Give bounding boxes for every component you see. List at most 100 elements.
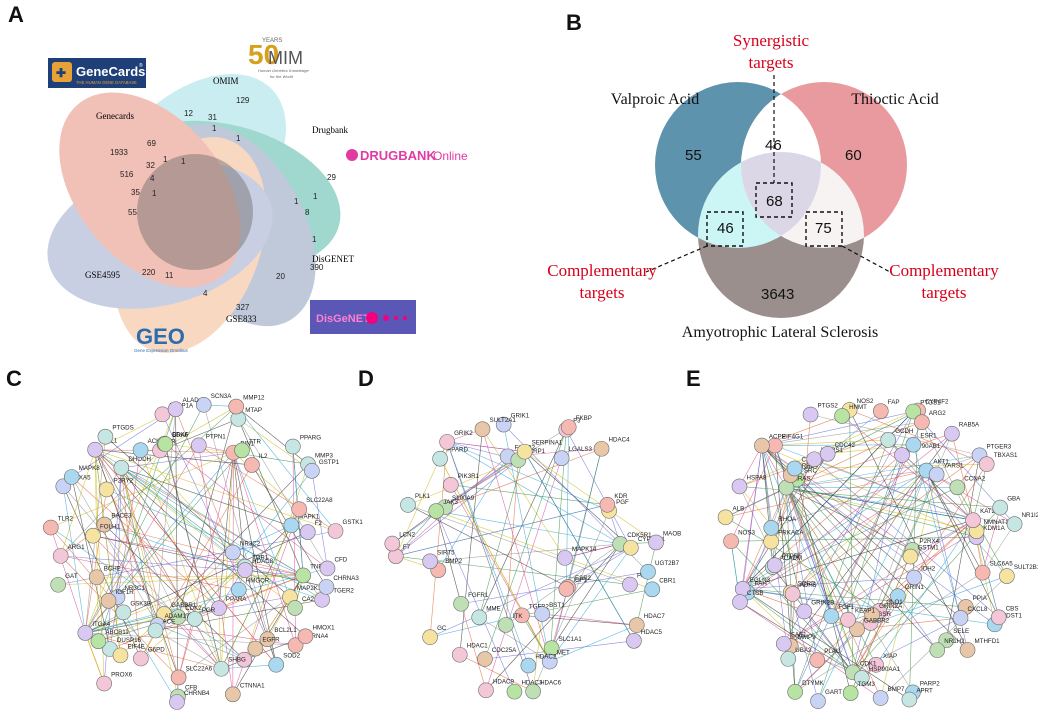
network-node-label: SLC22A8 [306, 497, 333, 504]
network-edge [429, 441, 448, 638]
network-edge [235, 406, 336, 532]
network-node-label: HSP90AA1 [869, 666, 901, 673]
network-node-circle [400, 497, 416, 513]
omim-logo-word: MIM [268, 48, 303, 68]
label-complementary-left-1: Complementary [547, 261, 657, 280]
network-edge [121, 467, 234, 553]
network-node-circle [786, 460, 803, 477]
network-node: ARG2 [914, 410, 946, 430]
network-node-circle [853, 670, 870, 686]
network-node-label: HDAC4 [609, 437, 631, 444]
network-node: PTPRF [766, 553, 803, 573]
network-node-circle [432, 450, 448, 467]
network-node-circle [929, 642, 946, 658]
network-node: CXCL8 [952, 606, 988, 626]
network-edge [739, 474, 937, 603]
network-node: BST1 [534, 602, 565, 622]
network-node: SAE1 [775, 632, 807, 652]
network-edge [926, 470, 983, 573]
petal-gse4595 [47, 161, 273, 309]
network-edge [92, 535, 327, 588]
disgenet-logo-text: DisGeNET [316, 313, 370, 325]
network-node-circle [520, 657, 537, 674]
network-edge [459, 654, 534, 692]
network-edge [450, 484, 608, 506]
network-node: YARS1 [928, 462, 964, 483]
network-node-circle [87, 441, 103, 458]
omim-logo-years: YEARS [262, 38, 282, 44]
venn-count: 1 [236, 134, 241, 143]
network-node-label: CDC25A [492, 647, 517, 654]
network-node: MAPK8 [63, 465, 100, 485]
network-node-label: GBA [1007, 496, 1021, 503]
network-node: HDAC2 [520, 654, 557, 674]
network-node-circle [100, 593, 117, 609]
network-edge [790, 592, 819, 702]
venn-count: 1 [313, 192, 318, 201]
network-node-label: AKT1 [933, 459, 949, 466]
network-node-circle [901, 691, 918, 708]
network-node-circle [823, 608, 840, 624]
network-node-label: CA2 [302, 596, 315, 603]
network-node-circle [228, 398, 244, 415]
network-node-label: PTPRF [782, 553, 803, 560]
network-edge [194, 470, 313, 620]
network-node-circle [558, 581, 575, 597]
network-node: CTSB [732, 590, 763, 610]
network-node: CHRNA3 [318, 575, 359, 595]
network-edge [121, 467, 308, 533]
network-node: MAOB [648, 530, 681, 551]
network-node-label: EGFR [262, 637, 280, 644]
network-node-circle [992, 499, 1009, 516]
network-node: HSP90AA1 [853, 666, 901, 686]
network-node: BMP7 [872, 686, 905, 706]
network-node: FOLH1 [85, 524, 121, 544]
network-node: GRIK2 [439, 430, 473, 450]
network-edge [551, 543, 621, 649]
network-node-label: PTGS2 [818, 403, 839, 410]
network-node-circle [52, 548, 69, 564]
network-edge [436, 426, 569, 512]
network-node: DTYMK [787, 680, 825, 700]
network-node: ALAD [167, 397, 199, 418]
network-edge [484, 429, 567, 660]
network-node-label: ARG2 [929, 410, 946, 417]
network-node-circle [990, 609, 1007, 626]
network-node-label: HMGCR [246, 578, 270, 585]
network-node: CHRNA4 [287, 633, 329, 654]
network-edge [761, 445, 832, 617]
venn-count: 129 [236, 96, 250, 105]
network-node: GRIN2A [864, 603, 903, 623]
network-edge [786, 487, 863, 679]
network-node-circle [225, 686, 241, 703]
network-node-circle [50, 576, 66, 593]
network-node: GCDH [880, 428, 913, 448]
network-node: TNF [295, 563, 322, 584]
network-node-label: PPIA [973, 595, 988, 602]
network-node-label: TBXAS1 [994, 452, 1018, 459]
network-edge [62, 486, 86, 633]
network-node-label: HRAS [793, 476, 810, 483]
network-edge [407, 459, 519, 506]
network-edge [95, 449, 336, 532]
network-node-circle [471, 609, 488, 626]
network-node: PROX6 [96, 672, 133, 692]
network-node-label: GSK3B [130, 600, 151, 607]
network-node-circle [834, 408, 850, 424]
network-node: ITGA4 [77, 621, 111, 641]
network-edges [392, 424, 657, 692]
network-node: G6PD [133, 647, 165, 667]
venn-count: 220 [142, 268, 156, 277]
network-node: IL2 [244, 453, 268, 473]
network-edge [482, 428, 566, 559]
network-edges [50, 404, 336, 703]
network-edge [478, 451, 525, 618]
network-node-circle [623, 539, 639, 556]
network-node-label: HDAC5 [641, 629, 663, 636]
network-node-label: CHRNA3 [333, 575, 359, 582]
network-node: ARG1 [52, 544, 85, 564]
set-label-drugbank: Drugbank [312, 125, 348, 135]
venn-count: 20 [276, 272, 285, 281]
count-all: 68 [766, 193, 783, 210]
venn-count: 12 [184, 109, 193, 118]
